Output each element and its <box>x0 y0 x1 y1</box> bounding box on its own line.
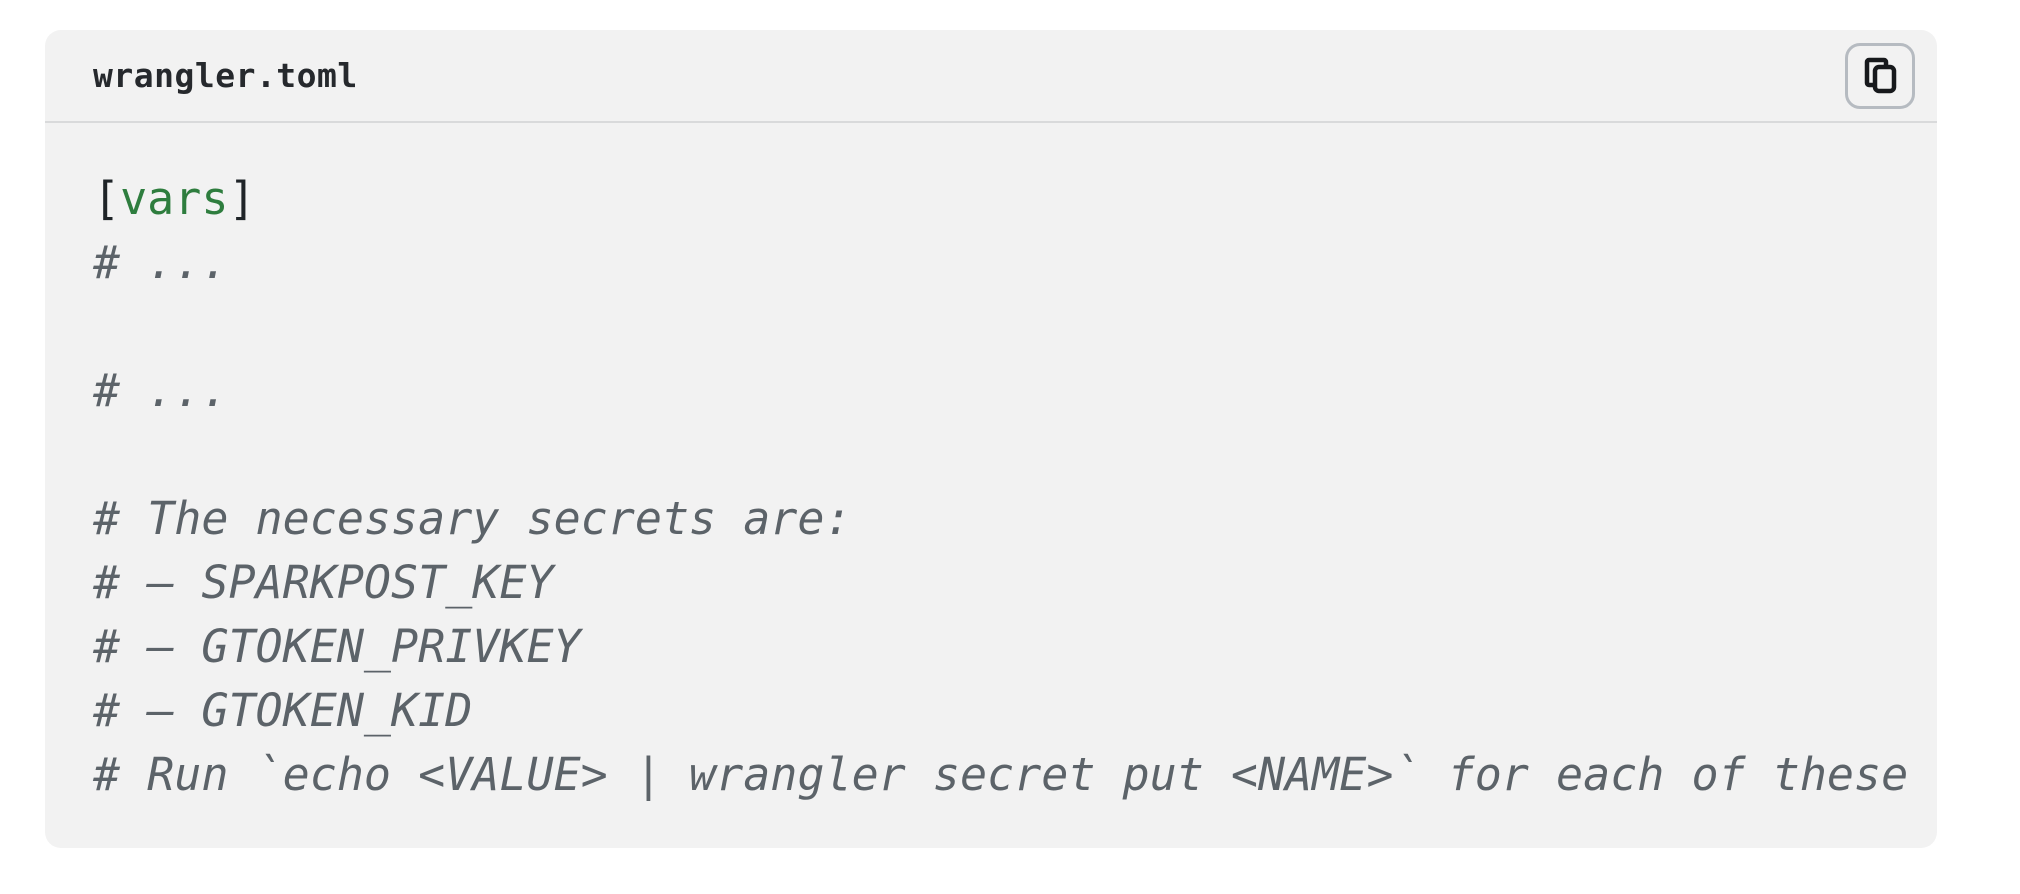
code-line-blank <box>93 423 1907 487</box>
code-content: [vars] # ... # ... # The necessary secre… <box>45 123 1937 807</box>
code-line: # – SPARKPOST_KEY <box>93 556 554 609</box>
code-line: # The necessary secrets are: <box>93 492 852 545</box>
code-filename: wrangler.toml <box>93 56 358 95</box>
toml-bracket-close: ] <box>228 172 256 225</box>
code-block-header: wrangler.toml <box>45 30 1937 123</box>
code-line: # ... <box>93 236 229 289</box>
code-line: # – GTOKEN_KID <box>93 684 473 737</box>
code-line: [vars] <box>93 167 1907 231</box>
toml-section-name: vars <box>120 172 229 225</box>
copy-button[interactable] <box>1845 42 1915 109</box>
copy-icon <box>1858 54 1902 98</box>
code-block-card: wrangler.toml [vars] # ... # ... # The n… <box>45 30 1937 848</box>
code-line: # – GTOKEN_PRIVKEY <box>93 620 581 673</box>
code-line: # ... <box>93 364 229 417</box>
toml-bracket-open: [ <box>93 172 121 225</box>
code-line: # Run `echo <VALUE> | wrangler secret pu… <box>93 748 1909 801</box>
code-line-blank <box>93 295 1907 359</box>
